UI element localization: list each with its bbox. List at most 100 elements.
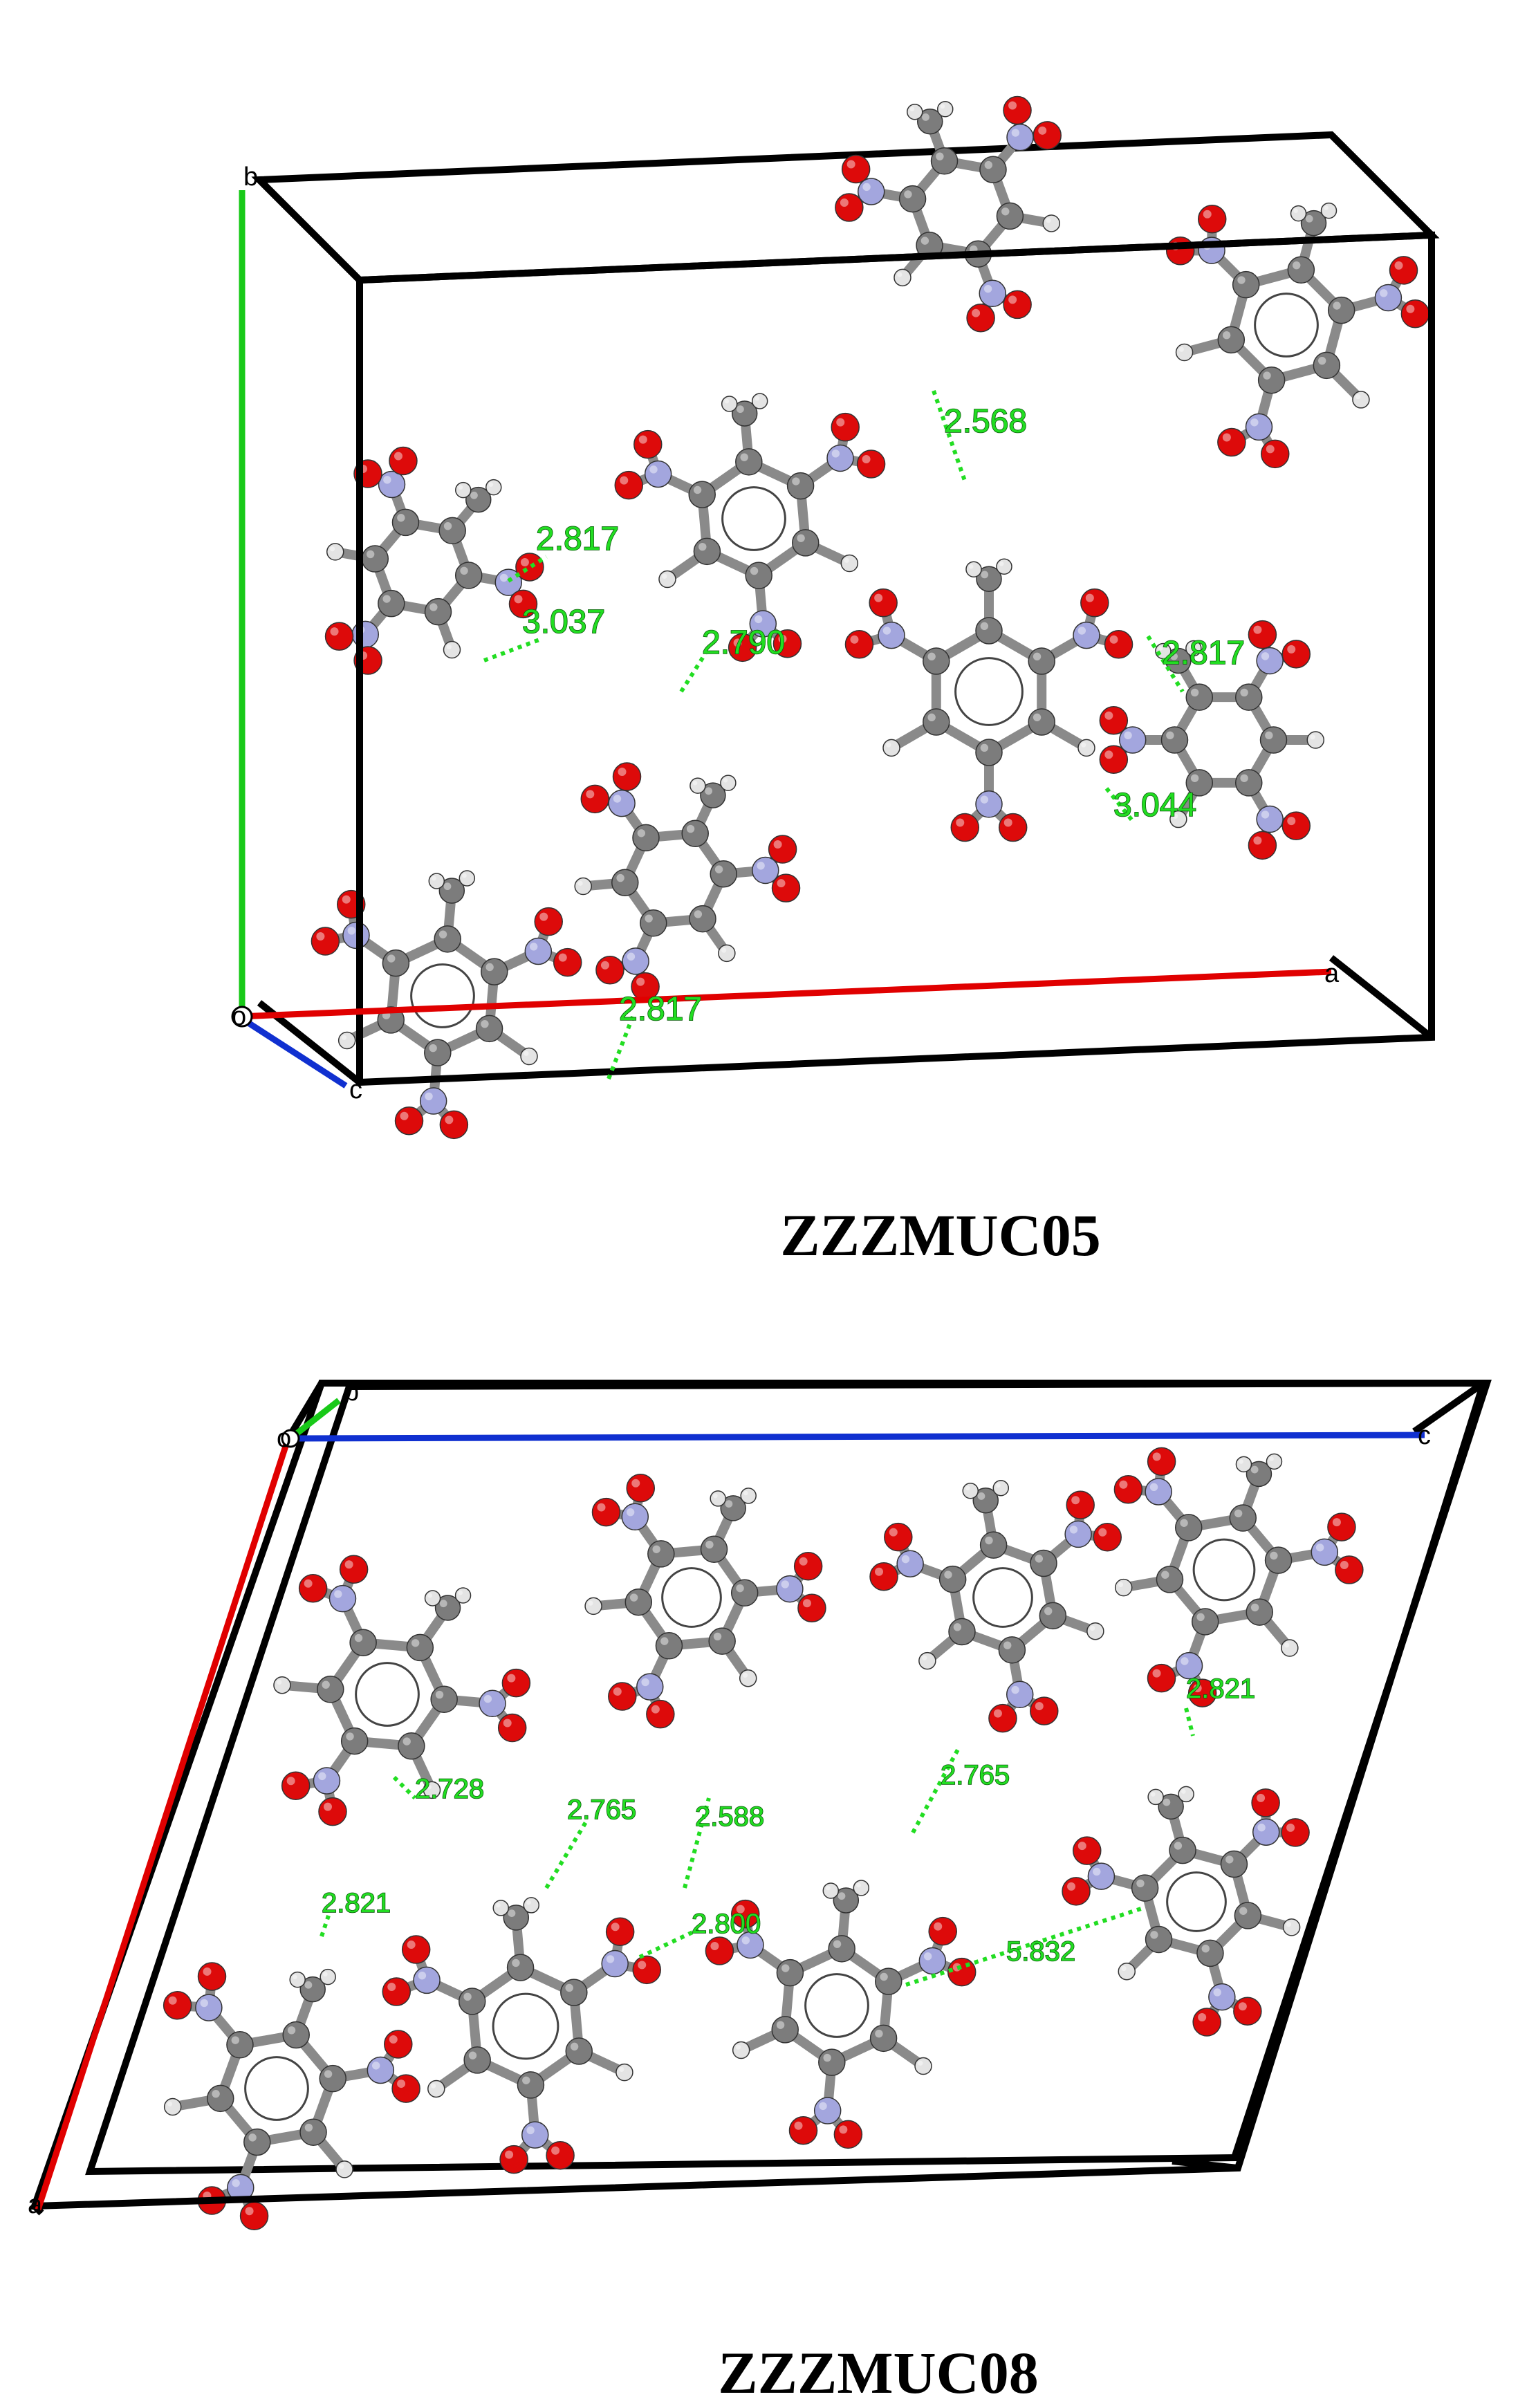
atom-highlight [705, 1540, 714, 1549]
atom [898, 185, 927, 213]
atom [772, 629, 802, 658]
atom [612, 762, 642, 791]
atom [1145, 1478, 1172, 1506]
atom [389, 446, 418, 476]
atom-highlight [1265, 731, 1273, 740]
atom [721, 396, 738, 412]
atom [282, 2021, 310, 2049]
atom [384, 2030, 413, 2059]
atom [342, 921, 370, 950]
atom [966, 303, 995, 333]
atom-highlight [713, 1632, 722, 1641]
atom-highlight [354, 1633, 363, 1642]
atom-highlight [613, 1687, 622, 1696]
contact: 2.790 [679, 624, 786, 693]
atom [1335, 1555, 1364, 1584]
atom-highlight [875, 1567, 884, 1576]
atom [681, 819, 709, 847]
atom-highlight [439, 1600, 447, 1608]
atom-highlight [1003, 818, 1012, 827]
atom-highlight [652, 1545, 660, 1553]
atom [163, 1991, 192, 2020]
atom-highlight [1286, 1823, 1295, 1832]
atom [1131, 1874, 1159, 1902]
atom [428, 873, 445, 889]
atom-highlight [698, 542, 707, 551]
atom [475, 1015, 503, 1043]
atom-highlight [636, 977, 645, 986]
atom-highlight [626, 1508, 635, 1517]
atom [574, 877, 592, 896]
molecule [1099, 620, 1325, 860]
atom-highlight [750, 566, 759, 575]
panel-zzzmuc05: b o c a 2.568 2.817 3.037 2.790 2.817 3.… [231, 95, 1440, 1268]
atom [351, 620, 379, 649]
atom-highlight [627, 952, 636, 961]
atom [378, 470, 406, 499]
atom-highlight [1257, 1823, 1266, 1832]
atom [553, 947, 582, 977]
atom-highlight [1044, 1606, 1053, 1615]
atom [658, 570, 676, 589]
atom-highlight [1033, 652, 1042, 661]
atom [1192, 2008, 1221, 2037]
atom-highlight [1180, 1519, 1188, 1527]
atom [917, 108, 943, 135]
atom-highlight [460, 566, 468, 575]
atom [1006, 1680, 1034, 1709]
atom [1003, 290, 1032, 319]
atom-highlight [736, 1905, 745, 1914]
atom-highlight [741, 1936, 750, 1945]
atom-highlight [776, 2021, 785, 2029]
atom [1311, 1538, 1339, 1566]
atom [947, 1957, 976, 1987]
atom-highlight [875, 2029, 883, 2038]
atom-highlight [920, 237, 929, 245]
atom-highlight [387, 1983, 396, 1992]
atom [844, 630, 874, 659]
atom-highlight [714, 865, 723, 873]
atom [1174, 1514, 1203, 1541]
atom [632, 1955, 661, 1985]
atom [923, 647, 950, 675]
atom-highlight [629, 1593, 638, 1602]
atom [1169, 810, 1187, 828]
atom-highlight [909, 106, 915, 112]
atom [1185, 683, 1213, 711]
atom-highlight [446, 644, 452, 649]
atom [1246, 1598, 1274, 1626]
atom-highlight [1222, 331, 1231, 340]
atom-highlight [1238, 2002, 1247, 2011]
atom-highlight [458, 1590, 463, 1595]
atom-highlight [382, 595, 391, 603]
atom-highlight [999, 562, 1004, 566]
atom [1281, 811, 1311, 840]
atom [1248, 620, 1277, 649]
atom [318, 1797, 347, 1826]
atom [998, 813, 1028, 842]
atom [768, 835, 797, 864]
atom [1229, 1504, 1257, 1532]
atom [1281, 1639, 1299, 1657]
atom-highlight [840, 198, 849, 207]
atom-highlight [972, 308, 981, 317]
atom [1374, 284, 1403, 312]
atom-highlight [901, 1555, 910, 1564]
atom [1175, 343, 1194, 362]
aromatic-ring [1254, 293, 1319, 358]
contact: 2.568 [932, 390, 1028, 481]
molecule [869, 1479, 1122, 1733]
atom-highlight [245, 2207, 254, 2216]
axis-origin-marker [231, 1006, 253, 1028]
atom-highlight [965, 1485, 970, 1491]
atom-highlight [435, 1690, 444, 1699]
atom [515, 553, 544, 582]
atom-highlight [411, 1639, 420, 1647]
atom [1077, 739, 1095, 757]
axis-c [237, 1014, 348, 1089]
atom [689, 777, 706, 794]
atom [523, 1897, 540, 1914]
atom [797, 1593, 826, 1623]
atom [281, 1771, 311, 1800]
atom-highlight [286, 1777, 295, 1786]
